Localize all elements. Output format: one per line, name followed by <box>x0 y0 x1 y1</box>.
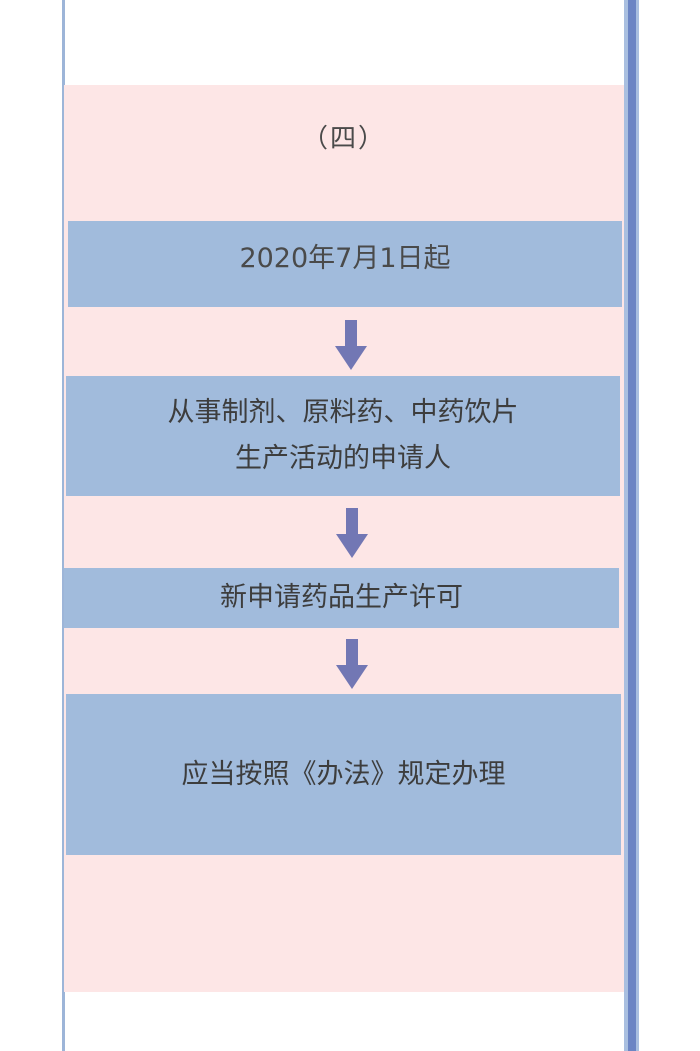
right-border-rule <box>628 0 636 1051</box>
down-arrow-icon <box>335 320 367 370</box>
flow-step-handle-per-rules: 应当按照《办法》规定办理 <box>66 694 621 855</box>
down-arrow-icon <box>336 639 368 689</box>
right-border-rule-light <box>636 0 639 1051</box>
flow-step-text: 从事制剂、原料药、中药饮片 <box>167 397 519 428</box>
flow-step-text: 生产活动的申请人 <box>235 443 451 474</box>
flow-step-text: 新申请药品生产许可 <box>220 582 463 613</box>
down-arrow-icon <box>336 508 368 558</box>
flow-step-applicant: 从事制剂、原料药、中药饮片 生产活动的申请人 <box>66 376 620 496</box>
flow-step-new-license: 新申请药品生产许可 <box>64 568 619 628</box>
left-border-rule <box>62 0 65 1051</box>
flow-step-text: 应当按照《办法》规定办理 <box>181 758 506 790</box>
right-border-rule-light <box>624 0 628 1051</box>
flow-step-effective-date: 2020年7月1日起 <box>68 221 622 307</box>
section-number-label: （四） <box>301 124 386 154</box>
flow-step-text: 2020年7月1日起 <box>239 243 451 274</box>
